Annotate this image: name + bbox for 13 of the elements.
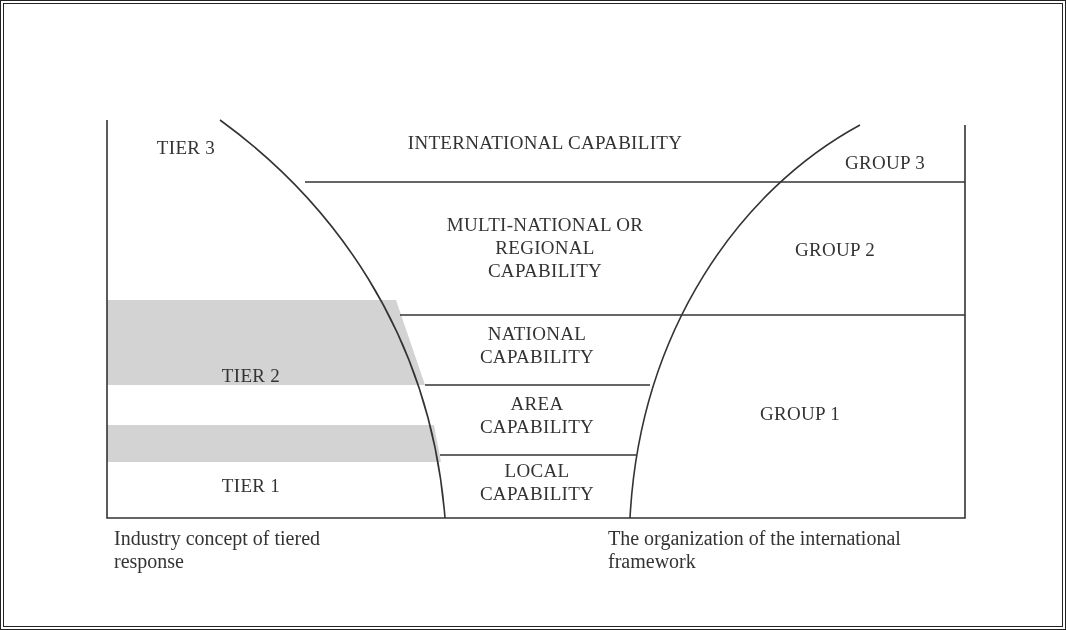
region-label: MULTI-NATIONAL OR REGIONAL CAPABILITY [446, 213, 644, 281]
region-label: GROUP 3 [844, 151, 926, 173]
region-label: TIER 3 [156, 136, 216, 158]
region-label: GROUP 2 [794, 238, 876, 260]
region-label: INTERNATIONAL CAPABILITY [407, 131, 683, 153]
region-label: TIER 2 [221, 364, 281, 386]
region-label: LOCAL CAPABILITY [479, 460, 595, 504]
caption-text: The organization of the international framework [608, 527, 902, 573]
caption-text: Industry concept of tiered response [114, 527, 322, 573]
region-label: AREA CAPABILITY [479, 393, 595, 437]
region-label: NATIONAL CAPABILITY [479, 323, 595, 367]
region-label: GROUP 1 [759, 402, 841, 424]
region-label: TIER 1 [221, 474, 281, 496]
